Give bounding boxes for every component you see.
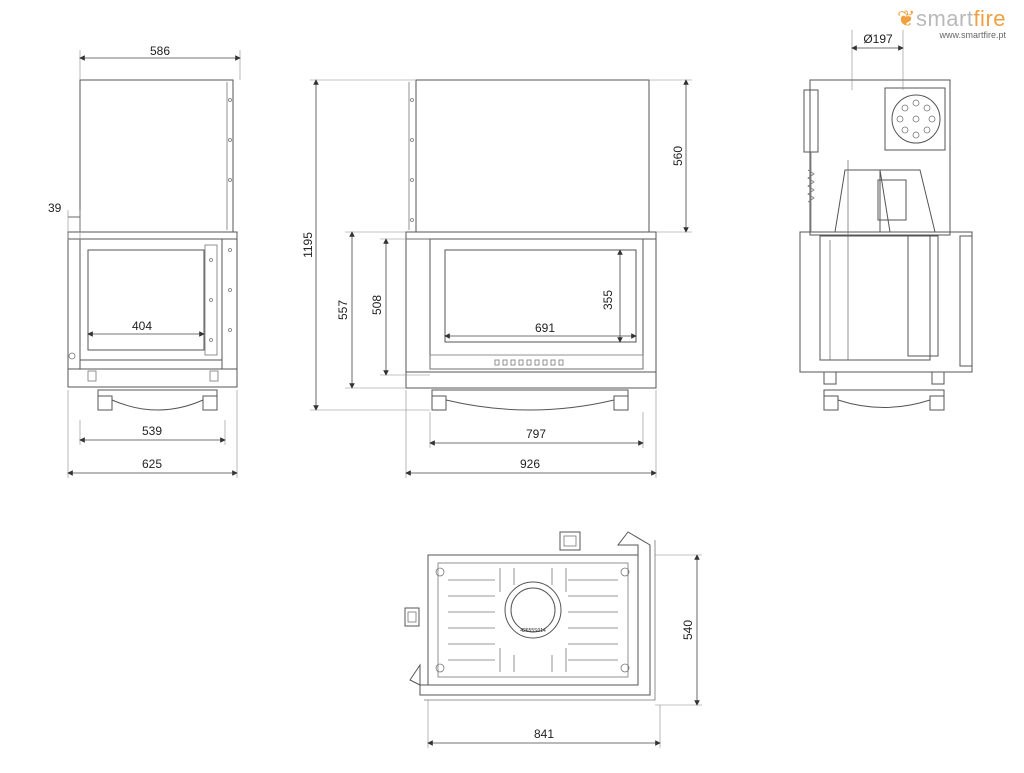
dim-label-540: 540 <box>681 620 695 640</box>
dim-label-691: 691 <box>535 321 555 335</box>
side-glass <box>444 249 637 343</box>
dim-label-560: 560 <box>671 146 685 166</box>
front-top-band <box>67 231 238 240</box>
dim-label-557: 557 <box>336 300 350 320</box>
side-base <box>405 371 657 389</box>
front-glass <box>87 249 205 351</box>
front-base <box>67 368 238 388</box>
dim-label-926: 926 <box>520 457 540 471</box>
dim-label-39: 39 <box>48 201 62 215</box>
top-view: 42655S014 <box>404 531 702 748</box>
flame-icon: ❦ <box>897 6 916 31</box>
top-plate <box>427 554 639 686</box>
side-leg-right <box>613 395 629 411</box>
front-view <box>67 50 241 478</box>
side-body <box>405 238 657 373</box>
air-slots <box>494 359 564 366</box>
dim-label-1195: 1195 <box>301 232 315 258</box>
brand-name-part2: fire <box>973 6 1006 31</box>
side-leg-left <box>431 395 447 411</box>
dim-label-625: 625 <box>142 457 162 471</box>
dim-label-586: 586 <box>150 44 170 58</box>
side-view <box>310 79 692 478</box>
dim-label-539: 539 <box>142 424 162 438</box>
dim-label-508: 508 <box>370 295 384 315</box>
dim-label-841: 841 <box>534 727 554 741</box>
grate-slots <box>448 568 618 672</box>
section-body <box>799 231 973 373</box>
plate-code: 42655S014 <box>520 628 546 634</box>
flue-outlet <box>891 94 941 144</box>
dim-label-flue-diameter: Ø197 <box>863 32 893 46</box>
brand-name: ❦smartfire <box>897 6 1006 32</box>
dim-label-355: 355 <box>601 290 615 310</box>
side-flue-box <box>415 79 650 233</box>
brand-url: www.smartfire.pt <box>939 30 1006 40</box>
front-door-frame <box>79 238 223 361</box>
brand-name-part1: smart <box>915 6 974 31</box>
front-leg-left <box>97 395 113 411</box>
front-flue-box <box>79 79 234 233</box>
top-flue-ring <box>504 581 562 639</box>
dim-label-404: 404 <box>132 319 152 333</box>
dim-label-797: 797 <box>526 427 546 441</box>
dimension-labels: 586 39 404 539 625 1195 557 508 560 355 … <box>48 32 893 741</box>
brand-logo: ❦smartfire www.smartfire.pt <box>897 6 1006 40</box>
front-leg-right <box>202 395 218 411</box>
section-view <box>799 30 973 411</box>
